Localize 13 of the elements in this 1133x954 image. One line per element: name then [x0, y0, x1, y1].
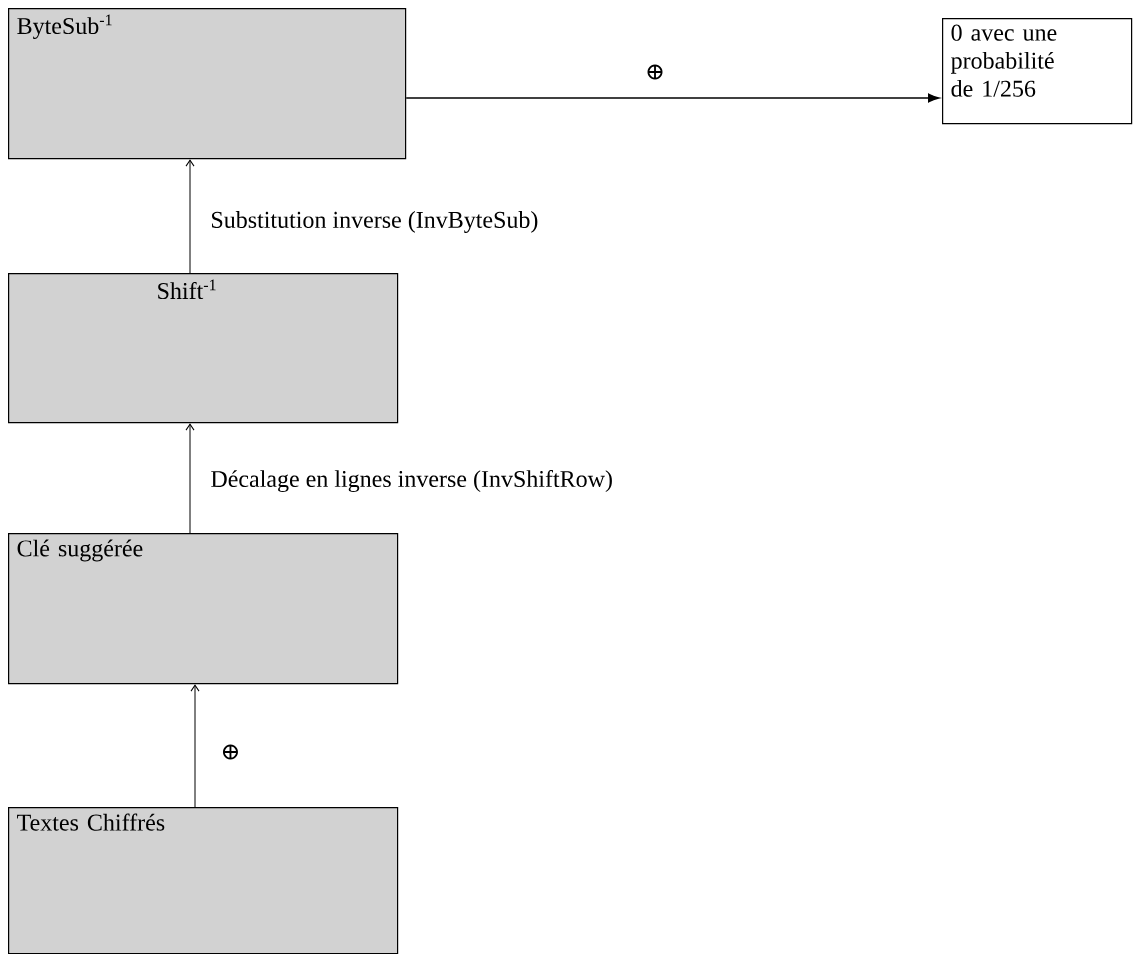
arrow [190, 684, 200, 808]
edge-label: Décalage en lignes inverse (InvShiftRow) [211, 469, 612, 493]
process-box: ByteSub$^{-1}$ [8, 8, 407, 160]
arrow [185, 159, 195, 274]
process-box: Shift$^{-1}$ [8, 273, 399, 424]
result-box: 0 avec une probabilité de 1/256 [942, 18, 1133, 125]
process-box: Textes Chiffrés [8, 807, 399, 954]
edge-label: ⊕ [647, 64, 663, 80]
arrow [405, 93, 940, 103]
edge-label: ⊕ [222, 744, 238, 760]
arrow [185, 423, 195, 534]
edge-label: Substitution inverse (InvByteSub) [212, 211, 538, 233]
process-box: Clé suggérée [8, 533, 399, 685]
